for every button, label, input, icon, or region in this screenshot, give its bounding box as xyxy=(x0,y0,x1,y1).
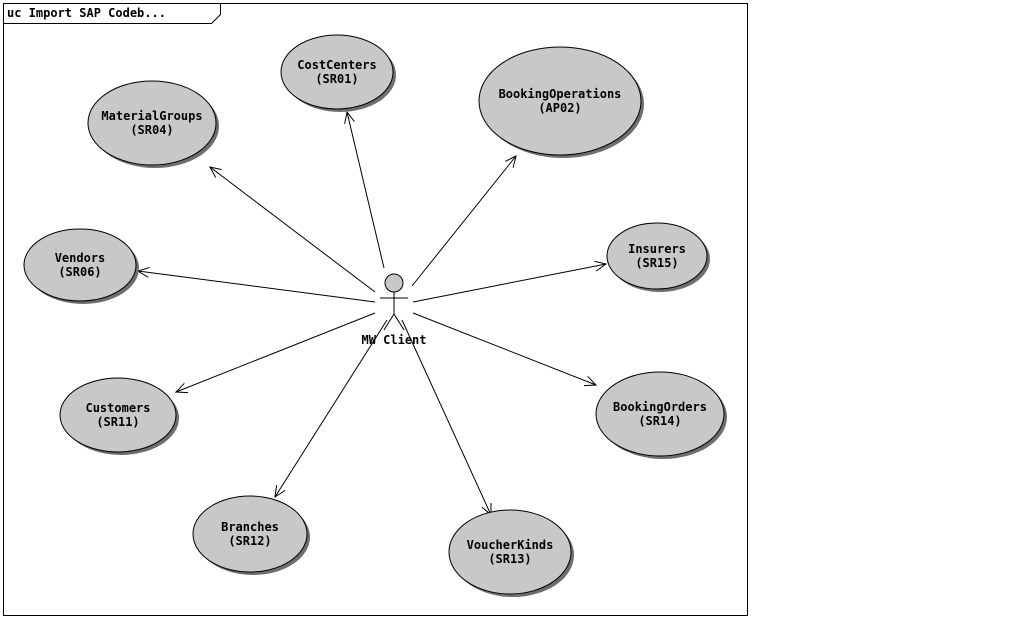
use-case-materialgroups[interactable]: MaterialGroups(SR04) xyxy=(87,80,219,168)
use-case-code: (SR04) xyxy=(130,123,173,137)
use-case-voucherkinds[interactable]: VoucherKinds(SR13) xyxy=(448,509,574,597)
use-case-name: Branches xyxy=(221,520,279,534)
association-branches xyxy=(275,319,388,497)
association-insurers xyxy=(412,264,606,303)
actor-mw-client[interactable]: MW Client xyxy=(361,273,427,347)
actor-head xyxy=(384,273,404,293)
frame-title-tab: uc Import SAP Codeb... xyxy=(3,3,221,24)
use-case-code: (SR15) xyxy=(635,256,678,270)
actor-label: MW Client xyxy=(361,333,426,347)
actor-left-leg xyxy=(383,313,395,331)
use-case-name: MaterialGroups xyxy=(101,109,202,123)
use-case-name: Insurers xyxy=(628,242,686,256)
use-case-insurers[interactable]: Insurers(SR15) xyxy=(606,222,710,292)
use-case-costcenters[interactable]: CostCenters(SR01) xyxy=(280,34,396,112)
use-case-name: BookingOrders xyxy=(613,400,707,414)
use-case-ellipse xyxy=(595,371,725,457)
association-costcenters xyxy=(347,112,385,269)
association-bookingorders xyxy=(412,312,596,385)
use-case-name: Vendors xyxy=(55,251,106,265)
use-case-code: (SR13) xyxy=(488,552,531,566)
use-case-code: (AP02) xyxy=(538,101,581,115)
association-customers xyxy=(176,312,376,392)
use-case-code: (SR14) xyxy=(638,414,681,428)
association-vendors xyxy=(138,271,376,303)
use-case-name: CostCenters xyxy=(297,58,376,72)
use-case-code: (SR12) xyxy=(228,534,271,548)
use-case-bookingorders[interactable]: BookingOrders(SR14) xyxy=(595,371,727,459)
use-case-code: (SR11) xyxy=(96,415,139,429)
use-case-ellipse xyxy=(448,509,572,595)
use-case-ellipse xyxy=(23,228,137,302)
use-case-ellipse xyxy=(87,80,217,166)
use-case-name: BookingOperations xyxy=(499,87,622,101)
use-case-customers[interactable]: Customers(SR11) xyxy=(59,377,179,455)
actor-right-leg xyxy=(393,313,405,331)
associations xyxy=(138,112,606,515)
frame-title: uc Import SAP Codeb... xyxy=(7,6,166,20)
association-materialgroups xyxy=(210,167,376,293)
use-case-ellipse xyxy=(280,34,394,110)
use-case-name: VoucherKinds xyxy=(467,538,554,552)
use-case-bookingoperations[interactable]: BookingOperations(AP02) xyxy=(478,46,644,158)
use-case-name: Customers xyxy=(85,401,150,415)
use-cases: CostCenters(SR01) BookingOperations(AP02)… xyxy=(23,34,727,597)
use-case-ellipse xyxy=(478,46,642,156)
use-case-code: (SR06) xyxy=(58,265,101,279)
association-voucherkinds xyxy=(401,319,491,515)
use-case-code: (SR01) xyxy=(315,72,358,86)
use-case-ellipse xyxy=(606,222,708,290)
use-case-branches[interactable]: Branches(SR12) xyxy=(192,495,310,575)
association-bookingoperations xyxy=(411,156,516,287)
use-case-ellipse xyxy=(192,495,308,573)
use-case-vendors[interactable]: Vendors(SR06) xyxy=(23,228,139,304)
use-case-ellipse xyxy=(59,377,177,453)
